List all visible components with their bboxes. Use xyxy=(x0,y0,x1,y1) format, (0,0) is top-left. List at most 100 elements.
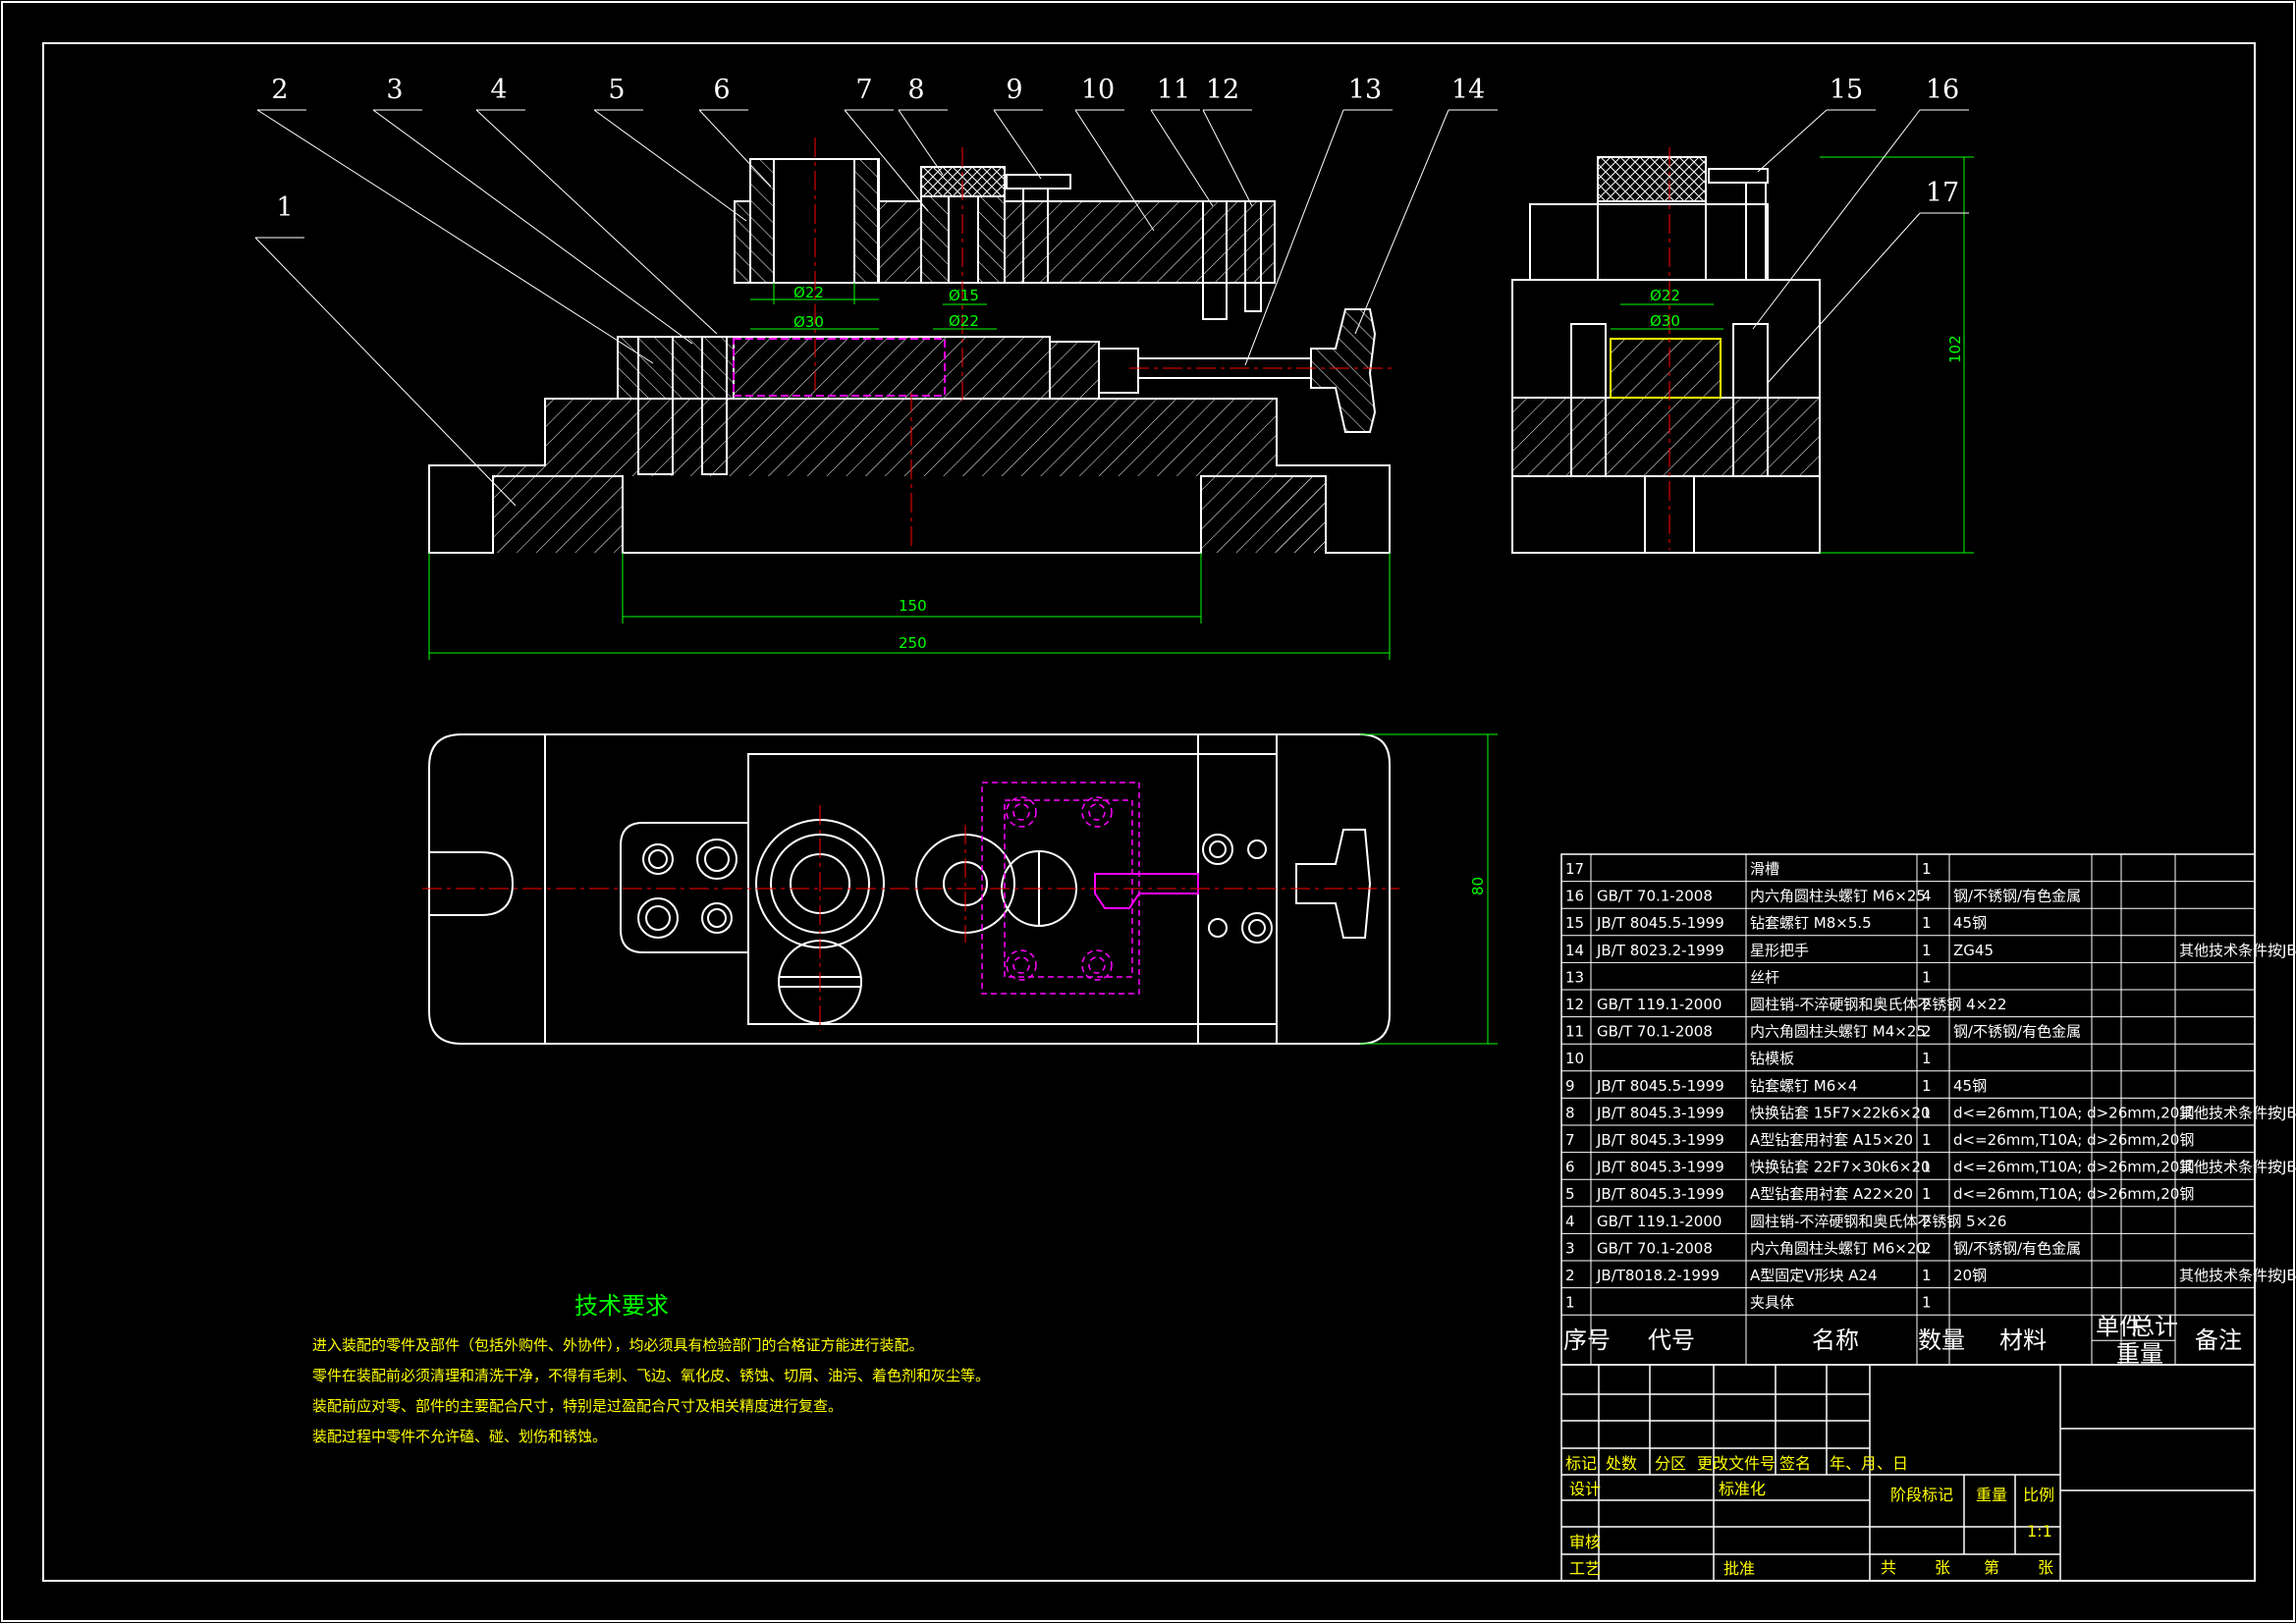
tb-standard: 标准化 xyxy=(1719,1480,1766,1498)
bom-qty-13: 1 xyxy=(1922,968,1932,986)
bom-no-7: 7 xyxy=(1565,1131,1575,1149)
bom-name-12: 圆柱销-不淬硬钢和奥氏体不锈钢 4×22 xyxy=(1750,996,2006,1013)
bom-no-8: 8 xyxy=(1565,1104,1575,1121)
bom-name-9: 钻套螺钉 M6×4 xyxy=(1750,1077,1857,1095)
bom-material-9: 45钢 xyxy=(1953,1077,1987,1095)
tb-total: 共 xyxy=(1881,1558,1896,1577)
bom-qty-3: 2 xyxy=(1922,1239,1932,1257)
bom-material-6: d<=26mm,T10A; d>26mm,20钢 xyxy=(1953,1159,2194,1176)
inner-border xyxy=(42,42,2256,1582)
bom-material-3: 钢/不锈钢/有色金属 xyxy=(1953,1239,2081,1257)
bom-no-3: 3 xyxy=(1565,1239,1575,1257)
bom-header-name: 名称 xyxy=(1812,1326,1859,1354)
balloon-4: 4 xyxy=(490,75,507,105)
bom-name-17: 滑槽 xyxy=(1750,860,1779,878)
bom-name-16: 内六角圆柱头螺钉 M6×25 xyxy=(1750,888,1926,905)
balloon-9: 9 xyxy=(1006,75,1022,105)
tb-page: 第 xyxy=(1984,1558,1999,1577)
bom-code-3: GB/T 70.1-2008 xyxy=(1597,1239,1713,1257)
bom-name-14: 星形把手 xyxy=(1750,942,1809,959)
bom-no-5: 5 xyxy=(1565,1185,1575,1203)
bom-material-8: d<=26mm,T10A; d>26mm,20钢 xyxy=(1953,1104,2194,1121)
bom-material-5: d<=26mm,T10A; d>26mm,20钢 xyxy=(1953,1185,2194,1203)
top-dimensions xyxy=(1360,733,1498,1045)
tb-stage: 阶段标记 xyxy=(1890,1486,1953,1504)
bom-no-12: 12 xyxy=(1565,996,1584,1013)
v-block xyxy=(617,336,735,400)
bom-name-1: 夹具体 xyxy=(1750,1294,1794,1312)
side-dimensions xyxy=(1611,156,1974,554)
tb-sheet2: 张 xyxy=(2038,1558,2053,1577)
bom-no-11: 11 xyxy=(1565,1023,1584,1041)
dim-dia22-b: Ø22 xyxy=(949,312,979,330)
tb-process: 工艺 xyxy=(1569,1559,1601,1578)
tb-sign: 签名 xyxy=(1779,1454,1811,1473)
bom-qty-14: 1 xyxy=(1922,942,1932,959)
bom-header-note: 备注 xyxy=(2195,1326,2242,1354)
bom-no-15: 15 xyxy=(1565,914,1584,932)
bom-name-6: 快换钻套 22F7×30k6×20 xyxy=(1750,1159,1931,1176)
bom-code-9: JB/T 8045.5-1999 xyxy=(1596,1077,1724,1095)
front-dimensions xyxy=(428,283,1391,660)
tech-line-2: 零件在装配前必须清理和清洗干净，不得有毛刺、飞边、氧化皮、锈蚀、切屑、油污、着色… xyxy=(312,1367,990,1384)
bom-code-5: JB/T 8045.3-1999 xyxy=(1596,1185,1724,1203)
bom-qty-16: 4 xyxy=(1922,888,1932,905)
balloon-5: 5 xyxy=(608,75,625,105)
bom-code-12: GB/T 119.1-2000 xyxy=(1597,996,1722,1013)
tb-mark: 标记 xyxy=(1565,1454,1597,1473)
tb-scale: 比例 xyxy=(2023,1486,2054,1504)
bom-qty-8: 1 xyxy=(1922,1104,1932,1121)
dim-102: 102 xyxy=(1946,335,1964,363)
bom-name-4: 圆柱销-不淬硬钢和奥氏体不锈钢 5×26 xyxy=(1750,1213,2006,1230)
tb-date: 年、月、日 xyxy=(1830,1454,1908,1473)
dim-dia22-front: Ø22 xyxy=(793,284,824,301)
bom-code-15: JB/T 8045.5-1999 xyxy=(1596,914,1724,932)
bom-name-8: 快换钻套 15F7×22k6×20 xyxy=(1750,1104,1931,1121)
bom-no-14: 14 xyxy=(1565,942,1584,959)
bom-material-15: 45钢 xyxy=(1953,914,1987,932)
bom-code-8: JB/T 8045.3-1999 xyxy=(1596,1104,1724,1121)
tech-title: 技术要求 xyxy=(574,1292,669,1320)
tech-line-4: 装配过程中零件不允许磕、碰、划伤和锈蚀。 xyxy=(312,1428,607,1445)
tech-line-1: 进入装配的零件及部件（包括外购件、外协件），均必须具有检验部门的合格证方能进行装… xyxy=(312,1336,924,1354)
bom-no-1: 1 xyxy=(1565,1294,1575,1312)
title-block xyxy=(1560,1364,2256,1582)
bom-code-2: JB/T8018.2-1999 xyxy=(1596,1267,1720,1284)
balloon-11: 11 xyxy=(1157,75,1190,105)
bom-qty-10: 1 xyxy=(1922,1050,1932,1067)
tb-design: 设计 xyxy=(1569,1480,1601,1498)
bom-no-13: 13 xyxy=(1565,968,1584,986)
bom-header-single: 单件 xyxy=(2096,1313,2143,1340)
tb-review: 审核 xyxy=(1569,1533,1601,1551)
balloon-3: 3 xyxy=(386,75,403,105)
balloon-6: 6 xyxy=(713,75,730,105)
bom-name-13: 丝杆 xyxy=(1750,968,1779,986)
bom-qty-9: 1 xyxy=(1922,1077,1932,1095)
bom-no-6: 6 xyxy=(1565,1159,1575,1176)
bom-header-weight: 重量 xyxy=(2116,1340,2163,1368)
bom-no-17: 17 xyxy=(1565,860,1584,878)
bom-note-2: 其他技术条件按JB/T8018.1 xyxy=(2179,1267,2296,1284)
bom-qty-6: 1 xyxy=(1922,1159,1932,1176)
bom-header-material: 材料 xyxy=(1999,1326,2047,1354)
dim-250: 250 xyxy=(899,634,927,652)
bom-material-2: 20钢 xyxy=(1953,1267,1987,1284)
front-view xyxy=(428,137,1394,554)
bom-material-16: 钢/不锈钢/有色金属 xyxy=(1953,888,2081,905)
bom-material-14: ZG45 xyxy=(1953,942,1994,959)
balloon-16: 16 xyxy=(1926,75,1959,105)
tech-line-3: 装配前应对零、部件的主要配合尺寸，特别是过盈配合尺寸及相关精度进行复查。 xyxy=(312,1397,843,1415)
balloon-7: 7 xyxy=(855,75,872,105)
bom-code-6: JB/T 8045.3-1999 xyxy=(1596,1159,1724,1176)
bom-qty-17: 1 xyxy=(1922,860,1932,878)
balloon-15: 15 xyxy=(1830,75,1863,105)
bom-header-qty: 数量 xyxy=(1918,1326,1965,1354)
bom-name-15: 钻套螺钉 M8×5.5 xyxy=(1750,914,1872,932)
bom-header-no: 序号 xyxy=(1563,1326,1611,1354)
dim-dia30-side: Ø30 xyxy=(1650,312,1680,330)
